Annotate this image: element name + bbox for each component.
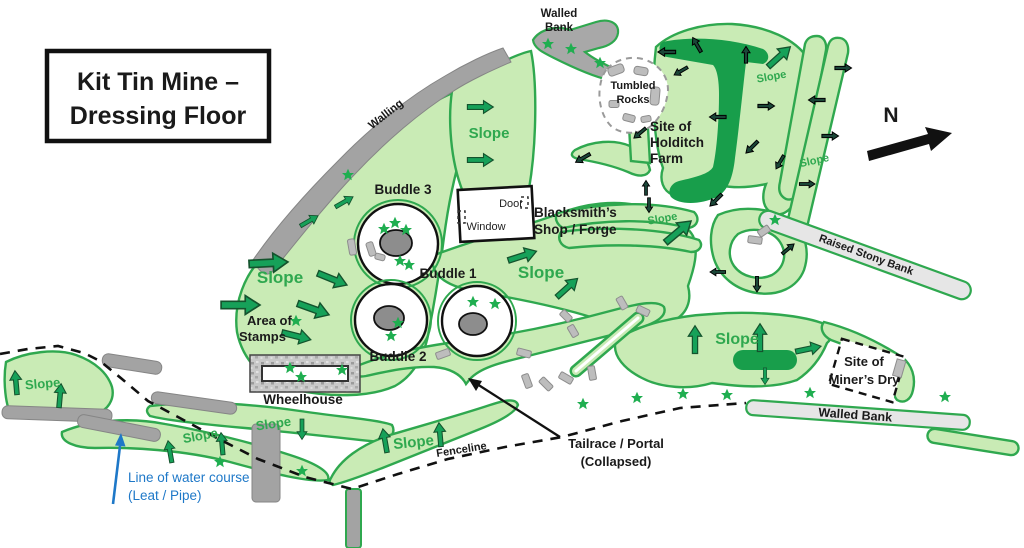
page-title: Kit Tin Mine – [77,68,239,96]
water-course-pointer [111,433,126,505]
star-marker-icon [577,397,589,410]
buddle-1-label: Buddle 1 [419,266,476,281]
blacksmith-label: Shop / Forge [534,222,617,237]
tumbled-rocks-area [598,56,670,134]
buddle-2 [350,279,432,361]
slope-label: Slope [756,69,788,86]
walled-bank-bottom [745,399,971,431]
star-marker-icon [631,391,643,404]
walled-bank-bottom-label: Walled Bank [818,405,893,424]
area-of-stamps-label: Area of [247,313,292,328]
slope-label: Slope [392,432,434,453]
water-course-label: Line of water course [128,470,250,485]
door-label: Door [499,198,523,210]
walled-bank-top-label: Walled [541,8,578,20]
holditch-slope-bands [554,124,703,254]
raised-stony-bank-label: Raised Stony Bank [817,233,916,279]
miners-dry-site [827,337,907,404]
tumbled-rocks-label: Tumbled [610,80,655,92]
dark-green-ridge [659,38,769,203]
slope-label: Slope [181,425,218,446]
slope-label: Slope [255,414,292,434]
area-of-stamps-label: Stamps [239,329,286,344]
blacksmith-label: Blacksmith’s [534,205,617,220]
wheelhouse-label: Wheelhouse [263,392,343,407]
slope-label: Slope [257,268,303,287]
page-title: Dressing Floor [70,102,247,130]
water-course-label: (Leat / Pipe) [128,488,202,503]
slope-label: Slope [469,125,510,142]
slope-label: Slope [518,263,564,282]
wheelhouse-structure [249,354,361,393]
tailrace-label: Tailrace / Portal [568,436,664,451]
arrowhead-icon [468,378,482,391]
title-box: Kit Tin Mine – Dressing Floor [44,48,272,144]
slope-label: Slope [24,375,61,393]
leat-channel [569,311,645,378]
north-arrow [867,127,952,161]
window-label: Window [466,221,505,233]
holditch-farm-label: Holditch [650,135,704,150]
star-marker-icon [804,386,816,399]
door-opening-mark [520,196,529,209]
tailrace-label: (Collapsed) [581,454,652,469]
miners-dry-label: Miner’s Dry [829,372,901,387]
star-marker-icon [939,390,951,403]
slope-label: Slope [715,331,759,348]
scattered-rocks [346,63,771,392]
window-opening-mark [457,210,466,224]
walling-band [252,47,512,275]
blacksmith-structure [456,184,536,244]
leat-walls [1,353,362,548]
north-arrow-icon [867,127,952,161]
tailrace-pointer [468,378,561,438]
buddle-3 [353,199,443,289]
buddle-1 [437,281,517,361]
fenceline-dashed [0,344,747,491]
raised-stony-bank [758,209,972,301]
holditch-farm-label: Farm [650,151,683,166]
tumbled-rocks-label: Rocks [616,94,649,106]
flow-arrow-icon [641,179,651,196]
miners-dry-label: Site of [844,354,884,369]
slope-label: Slope [647,211,679,228]
dark-green-mound [733,350,797,370]
walled-bank-top-label: Bank [545,22,574,34]
north-label: N [883,104,898,127]
buddle-2-label: Buddle 2 [369,349,426,364]
holditch-farm-label: Site of [650,119,692,134]
arrowhead-icon [115,433,126,447]
star-marker-icon [721,388,733,401]
star-marker-icon [677,387,689,400]
buddle-3-label: Buddle 3 [374,182,431,197]
